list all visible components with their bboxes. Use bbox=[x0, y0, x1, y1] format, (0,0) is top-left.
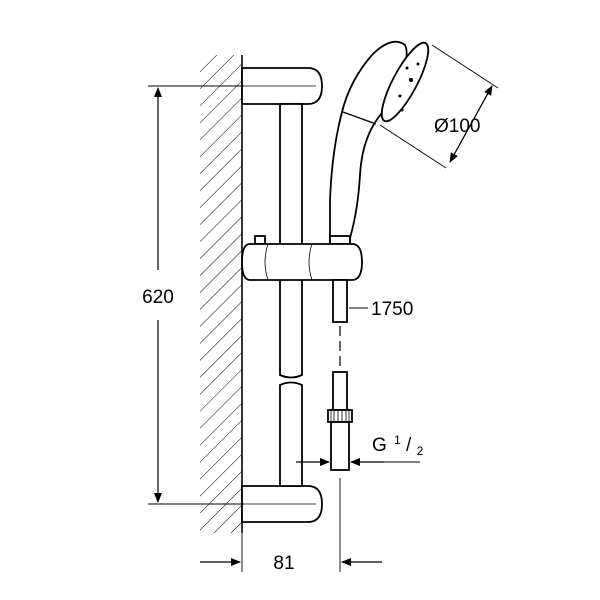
dimension-height: 620 bbox=[142, 85, 244, 505]
slider-holder bbox=[241, 235, 363, 281]
dimension-thread: G 1 / 2 bbox=[296, 428, 424, 466]
top-bracket bbox=[241, 67, 323, 105]
hose bbox=[327, 279, 353, 471]
bottom-bracket bbox=[241, 485, 323, 523]
shower-rail bbox=[279, 103, 303, 487]
height-label: 620 bbox=[142, 287, 174, 308]
diameter-label: Ø100 bbox=[434, 116, 480, 137]
dimension-hose: 1750 bbox=[349, 299, 413, 320]
dimension-depth: 81 bbox=[200, 478, 382, 574]
depth-label: 81 bbox=[273, 553, 294, 574]
wall bbox=[200, 55, 243, 533]
hose-length-label: 1750 bbox=[371, 299, 413, 320]
thread-label: G 1 / 2 bbox=[372, 428, 424, 458]
hand-shower bbox=[329, 40, 430, 245]
dimension-diameter: Ø100 bbox=[379, 44, 499, 169]
